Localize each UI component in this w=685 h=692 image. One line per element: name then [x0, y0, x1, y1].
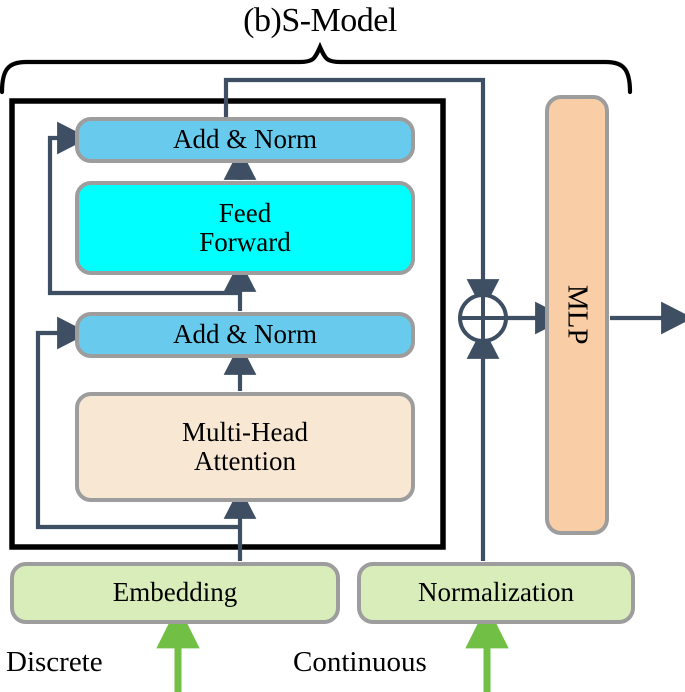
block-label: Add & Norm: [173, 319, 317, 350]
residual-feedforward-skip: [47, 121, 240, 296]
edge-encoder-output-to-sum: [223, 77, 500, 312]
residual-attention-skip: [35, 316, 240, 530]
label-discrete-input: Discrete: [6, 646, 103, 678]
grouping-brace: [0, 41, 633, 95]
block-feed-forward[interactable]: Feed Forward: [75, 181, 415, 275]
block-label: Embedding: [112, 577, 238, 608]
block-add-and-norm-bottom[interactable]: Add & Norm: [75, 312, 415, 358]
block-label: Add & Norm: [173, 124, 317, 155]
block-label: Feed Forward: [199, 197, 291, 257]
figure-title: (b)S-Model: [243, 2, 397, 39]
block-label: Normalization: [418, 577, 574, 608]
sum-operator-icon[interactable]: [458, 293, 508, 343]
label-continuous-input: Continuous: [293, 646, 427, 678]
block-label: Multi-Head Attention: [182, 416, 308, 476]
